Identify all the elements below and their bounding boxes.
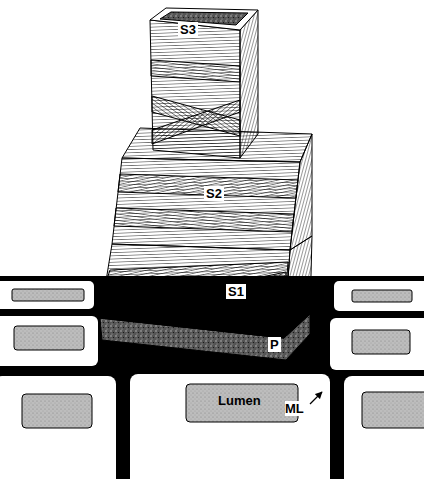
lumen	[12, 289, 84, 301]
lumen	[186, 384, 298, 422]
layer-label: S2	[204, 186, 224, 201]
s1-side	[284, 236, 312, 338]
s1-strip	[100, 300, 284, 338]
cell	[0, 316, 98, 366]
s1-strip	[150, 272, 286, 300]
lumen	[362, 392, 424, 428]
layer-label: P	[268, 337, 281, 352]
layer-label: S3	[178, 22, 198, 37]
region-label: Lumen	[216, 393, 263, 408]
s3-rim	[150, 8, 258, 30]
s3-front	[150, 20, 240, 158]
s1-layer	[100, 236, 312, 338]
lumen	[352, 330, 410, 354]
cell	[344, 376, 424, 479]
s3-side	[240, 10, 258, 158]
cell	[0, 376, 116, 479]
cell	[334, 281, 424, 311]
s3-opening	[160, 12, 248, 25]
lumen	[352, 290, 412, 302]
s3-strip	[152, 100, 240, 144]
s3-strip	[151, 60, 240, 82]
cell	[130, 374, 330, 479]
s2-strip	[114, 208, 294, 232]
s3-layer	[150, 8, 258, 158]
layer-label: ML	[285, 401, 304, 416]
s2-front	[112, 158, 300, 250]
cell	[330, 318, 424, 370]
lumen	[14, 326, 84, 350]
layer-label: S1	[226, 284, 246, 299]
cell	[0, 281, 94, 309]
s1-front	[100, 244, 290, 338]
lumen	[22, 394, 92, 428]
leader-arrow	[310, 392, 322, 404]
